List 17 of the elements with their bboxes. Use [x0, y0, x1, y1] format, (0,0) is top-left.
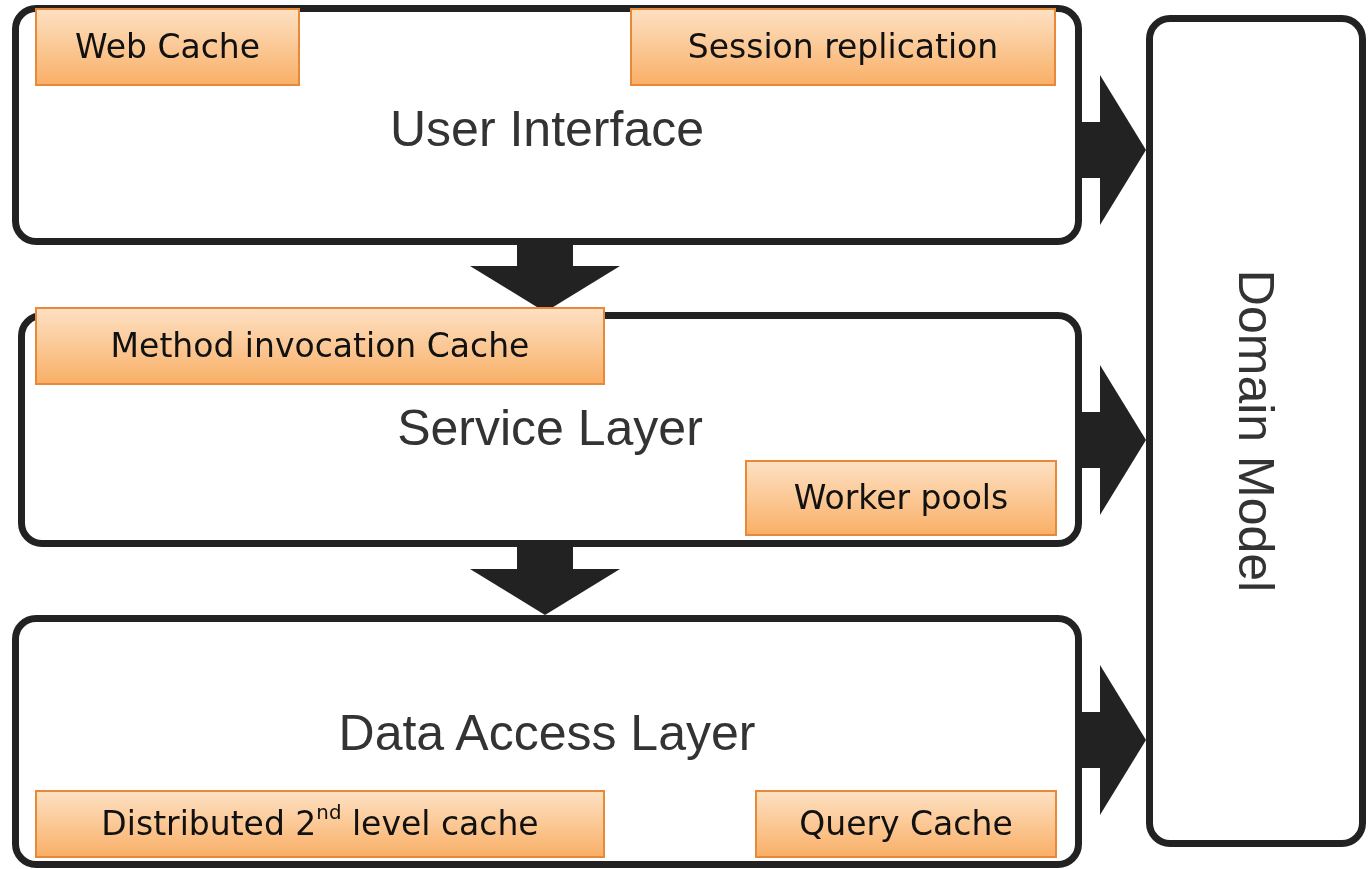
arrow [470, 547, 620, 615]
feature-tag: Method invocation Cache [35, 307, 605, 385]
layer-title: Domain Model [1227, 269, 1285, 593]
domain-model-box [1146, 15, 1366, 847]
feature-tag: Session replication [630, 8, 1056, 86]
feature-tag: Worker pools [745, 460, 1057, 536]
feature-tag: Query Cache [755, 790, 1057, 858]
layer-box [12, 615, 1082, 868]
feature-tag: Distributed 2$^{nd}$ level cache [35, 790, 605, 858]
layer-title: User Interface [389, 100, 705, 158]
layer-title: Data Access Layer [337, 704, 757, 762]
layer-title: Service Layer [396, 399, 704, 457]
layer-box [12, 5, 1082, 245]
feature-tag: Web Cache [35, 8, 300, 86]
arrow [1082, 365, 1146, 515]
arrow [1082, 75, 1146, 225]
arrow [1082, 665, 1146, 815]
